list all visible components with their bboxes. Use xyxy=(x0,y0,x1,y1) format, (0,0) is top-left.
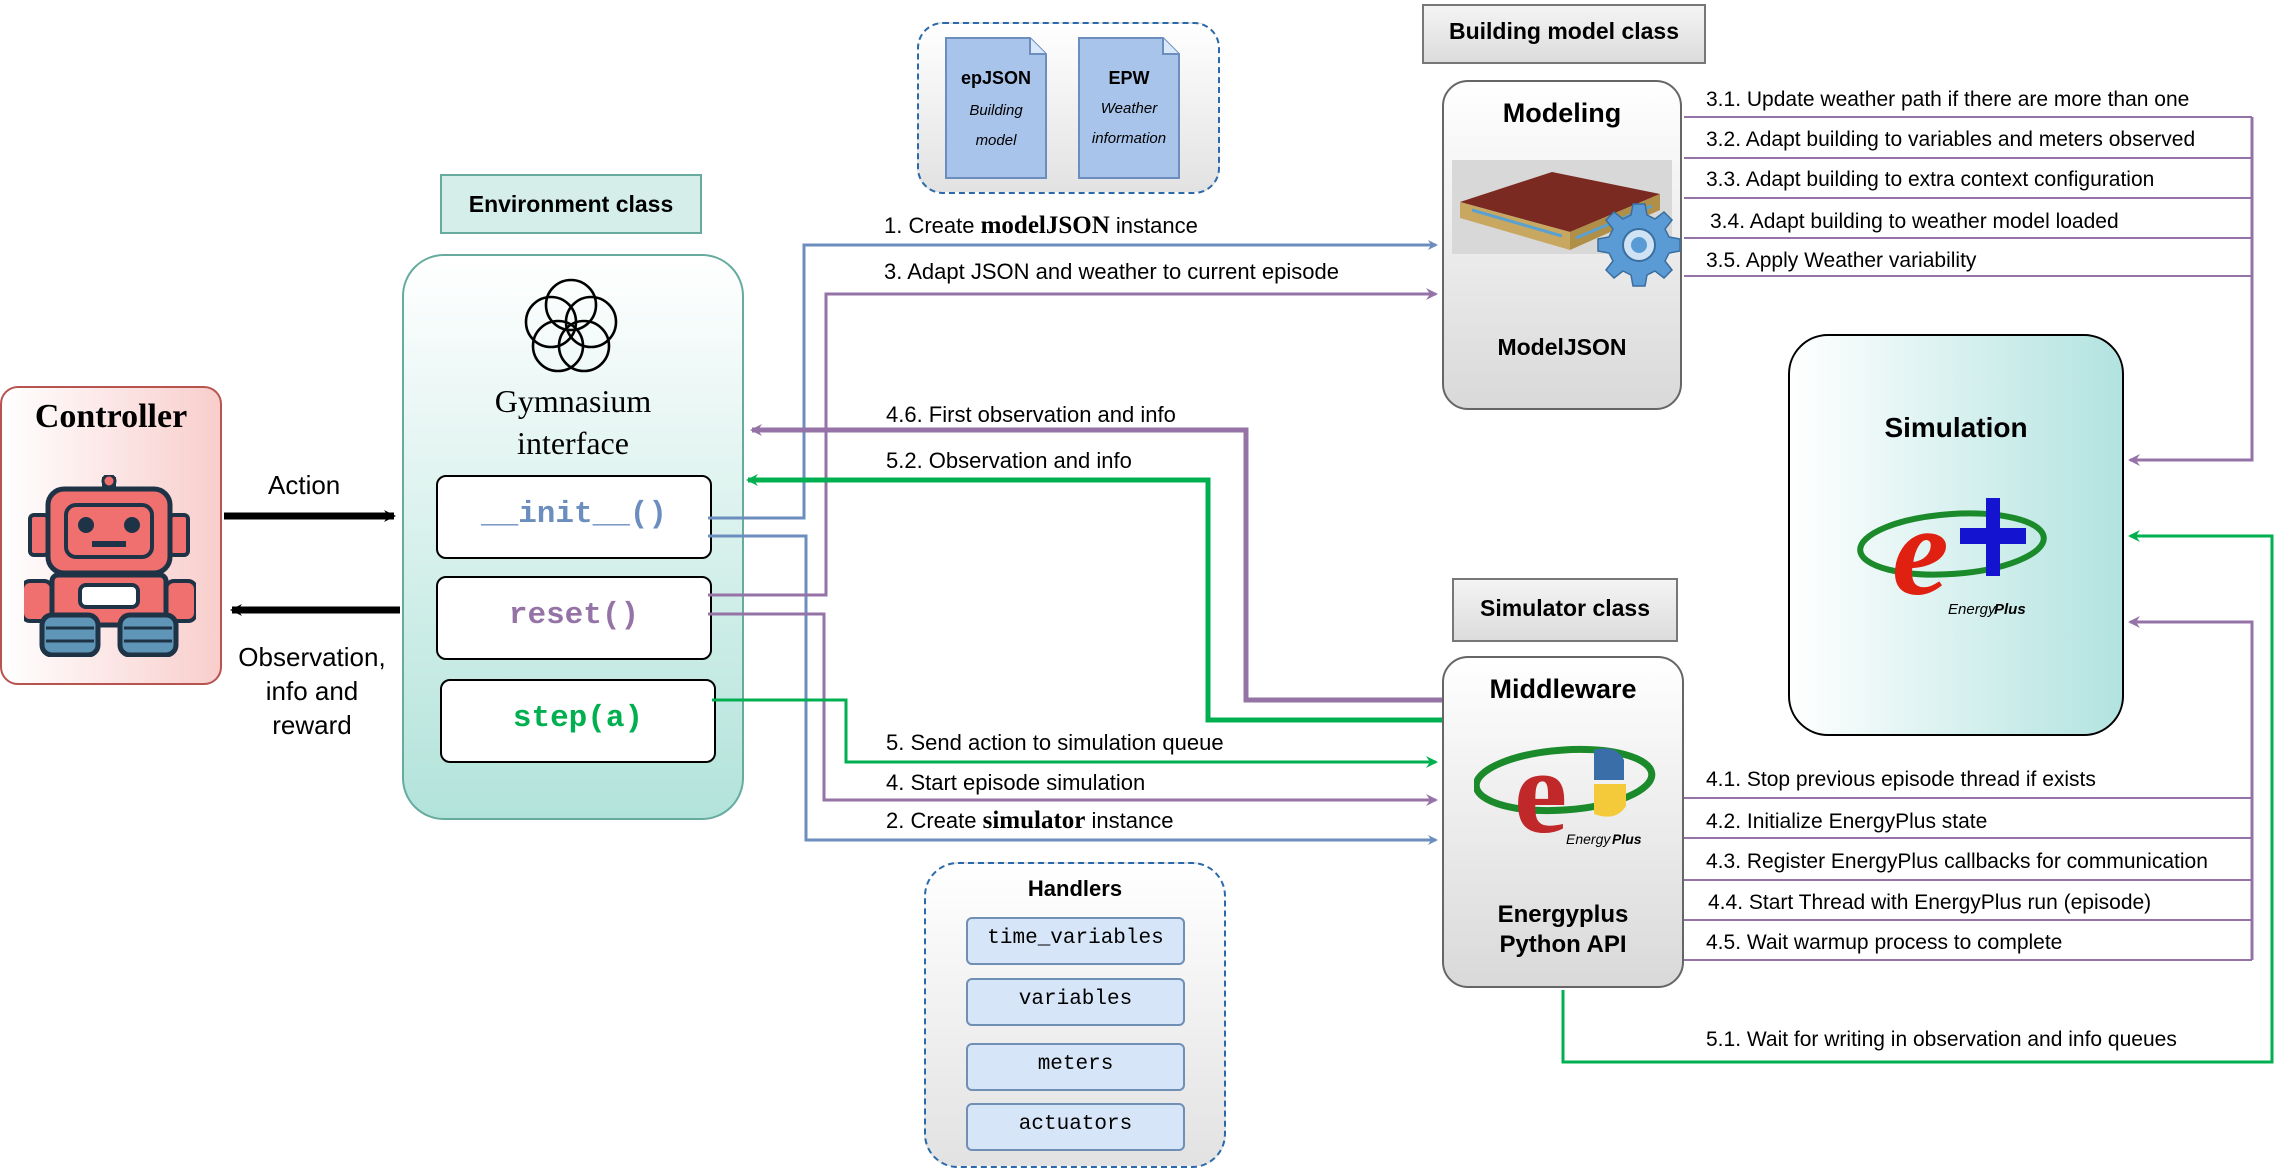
observation-label: Observation, info and reward xyxy=(238,642,386,740)
epjson-file-subtitle: Building model xyxy=(969,102,1023,149)
middleware-step-3: 4.3. Register EnergyPlus callbacks for c… xyxy=(1706,850,2208,873)
flow-create-simulator-pre: 2. Create xyxy=(886,808,983,833)
epjson-file-title: epJSON xyxy=(960,68,1032,88)
modeling-title: Modeling xyxy=(1502,98,1622,128)
action-label: Action xyxy=(268,470,341,500)
building-step-3: 3.3. Adapt building to extra context con… xyxy=(1706,168,2155,191)
gear-icon xyxy=(1597,203,1681,287)
flow-create-modeljson-post: instance xyxy=(1109,213,1198,238)
modeljson-label: ModelJSON xyxy=(1497,334,1627,360)
reset-method-label: reset() xyxy=(508,598,640,633)
middleware-title: Middleware xyxy=(1489,674,1637,704)
epw-file-title: EPW xyxy=(1108,68,1150,88)
handler-meters: meters xyxy=(966,1043,1185,1091)
building-class-header: Building model class xyxy=(1422,4,1706,64)
flow-send-action: 5. Send action to simulation queue xyxy=(886,730,1224,755)
middleware-box xyxy=(1442,656,1684,988)
flow-first-observation: 4.6. First observation and info xyxy=(886,402,1176,427)
epw-file-subtitle: Weather information xyxy=(1091,100,1167,147)
gymnasium-interface-label: Gymnasium interface xyxy=(494,383,652,461)
environment-class-header: Environment class xyxy=(440,174,702,234)
middleware-step-5: 4.5. Wait warmup process to complete xyxy=(1706,931,2063,954)
middleware-step-1: 4.1. Stop previous episode thread if exi… xyxy=(1706,768,2096,791)
reset-method-button[interactable]: reset() xyxy=(436,576,712,660)
building-step-4: 3.4. Adapt building to weather model loa… xyxy=(1710,210,2119,233)
flow-create-simulator-bold: simulator xyxy=(982,807,1086,834)
svg-text:Plus: Plus xyxy=(1994,601,2026,618)
building-step-1: 3.1. Update weather path if there are mo… xyxy=(1706,88,2190,111)
init-method-label: __init__() xyxy=(480,497,668,532)
svg-text:Energy: Energy xyxy=(1566,831,1611,847)
robot-icon xyxy=(24,475,196,657)
init-method-button[interactable]: __init__() xyxy=(436,475,712,559)
svg-text:e: e xyxy=(1892,490,1949,620)
python-api-label: Energyplus Python API xyxy=(1497,901,1629,958)
simulation-title: Simulation xyxy=(1884,412,2028,443)
energyplus-logo: e Energy Plus xyxy=(1857,490,2047,620)
simulator-class-header: Simulator class xyxy=(1452,578,1678,642)
handlers-title: Handlers xyxy=(1027,876,1123,901)
step-method-label: step(a) xyxy=(512,701,644,736)
flow-create-modeljson: 1. Create modelJSON instance xyxy=(884,213,1198,239)
middleware-step-2: 4.2. Initialize EnergyPlus state xyxy=(1706,810,1988,833)
handler-actuators: actuators xyxy=(966,1103,1185,1151)
flow-create-modeljson-pre: 1. Create xyxy=(884,213,981,238)
handler-variables: variables xyxy=(966,978,1185,1026)
building-step-5: 3.5. Apply Weather variability xyxy=(1706,249,1977,272)
flow-adapt-json: 3. Adapt JSON and weather to current epi… xyxy=(884,259,1339,284)
flow-start-episode: 4. Start episode simulation xyxy=(886,770,1146,795)
step-method-button[interactable]: step(a) xyxy=(440,679,716,763)
flow-create-simulator-post: instance xyxy=(1085,808,1174,833)
simulation-box xyxy=(1788,334,2124,736)
gymnasium-logo-icon xyxy=(524,278,618,373)
wait-writing-label: 5.1. Wait for writing in observation and… xyxy=(1706,1028,2177,1051)
svg-text:Energy: Energy xyxy=(1948,601,1997,618)
flow-create-modeljson-bold: modelJSON xyxy=(980,212,1110,239)
middleware-step-4: 4.4. Start Thread with EnergyPlus run (e… xyxy=(1708,891,2152,914)
epjson-file-icon xyxy=(945,37,1047,179)
building-step-2: 3.2. Adapt building to variables and met… xyxy=(1706,128,2196,151)
handler-time-variables: time_variables xyxy=(966,917,1185,965)
flow-observation-info: 5.2. Observation and info xyxy=(886,448,1132,473)
svg-text:e: e xyxy=(1514,728,1567,858)
flow-create-simulator: 2. Create simulator instance xyxy=(886,808,1173,834)
svg-text:Plus: Plus xyxy=(1612,831,1642,847)
controller-title: Controller xyxy=(34,398,188,435)
epw-file-icon xyxy=(1078,37,1180,179)
energyplus-python-logo: e Energy Plus xyxy=(1474,728,1656,858)
